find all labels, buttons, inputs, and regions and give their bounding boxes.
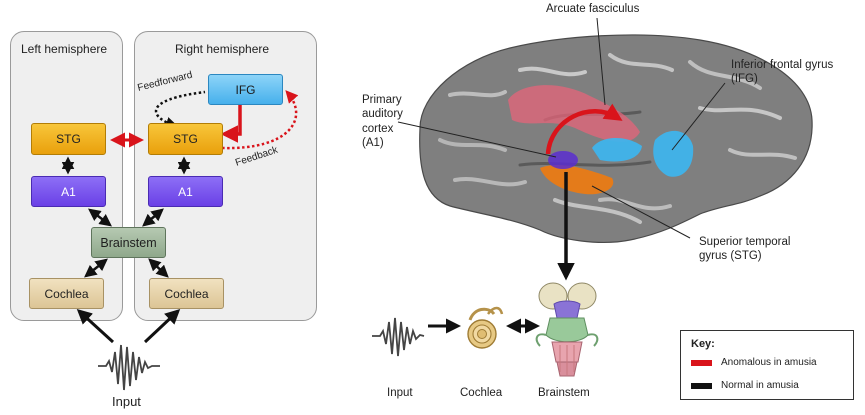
key-legend: Key: Anomalous in amusia Normal in amusi…: [680, 330, 854, 400]
key-anomalous-label: Anomalous in amusia: [721, 357, 817, 368]
stg-left-node: STG: [31, 123, 106, 155]
pathway-input-label: Input: [387, 387, 413, 399]
ifg-leader: [671, 82, 726, 151]
left-input-label: Input: [112, 394, 141, 409]
a1-region: [548, 151, 578, 169]
key-anomalous-swatch: [691, 360, 712, 366]
brainstem-cochlea-right-arrow: [148, 258, 169, 278]
right-hemisphere-title: Right hemisphere: [175, 42, 270, 56]
feedback-arrow: [221, 90, 299, 150]
a1-left-node: A1: [31, 176, 106, 207]
a1-right-node: A1: [148, 176, 223, 207]
stg-leader: [591, 185, 691, 239]
ifg-node: IFG: [208, 74, 283, 105]
cochlea-illustration: [467, 306, 504, 349]
stg-right-node: STG: [148, 123, 223, 155]
ifg-region-1: [592, 137, 642, 162]
brainstem-cochlea-left-arrow: [84, 258, 108, 278]
brainstem-illustration: [535, 282, 599, 377]
a1-leader: [397, 121, 557, 158]
arcuate-red-arrow: [545, 103, 623, 155]
arcuate-fasciculus-region: [508, 85, 640, 142]
pathway-brainstem-label: Brainstem: [538, 387, 590, 399]
ifg-label: Inferior frontal gyrus (IFG): [731, 59, 834, 86]
brain-illustration: [419, 34, 813, 243]
pathway-cochlea-label: Cochlea: [460, 387, 503, 399]
left-hemisphere-title: Left hemisphere: [21, 42, 108, 56]
cochlea-left-node: Cochlea: [29, 278, 104, 309]
arcuate-fasciculus-label: Arcuate fasciculus: [546, 3, 640, 15]
brainstem-node: Brainstem: [91, 227, 166, 258]
ifg-stg-arrow: [220, 103, 242, 143]
key-normal-swatch: [691, 383, 712, 389]
cochlea-right-node: Cochlea: [149, 278, 224, 309]
input-cochlea-right-arrow: [143, 308, 181, 344]
arcuate-leader: [596, 17, 606, 106]
a1-right-brainstem-arrow: [142, 208, 164, 227]
input-cochlea-left-arrow: [76, 308, 115, 344]
a1-label: Primary auditory cortex (A1): [362, 94, 403, 150]
key-title: Key:: [691, 338, 715, 350]
pathway-input-waveform: [372, 317, 425, 357]
feedforward-arrow: [154, 90, 206, 130]
ifg-region-2: [653, 130, 694, 177]
left-input-waveform: [98, 344, 160, 391]
stg-region: [540, 165, 614, 195]
a1-left-brainstem-arrow: [88, 208, 112, 227]
key-normal-label: Normal in amusia: [721, 380, 799, 391]
stg-label: Superior temporal gyrus (STG): [699, 236, 791, 263]
